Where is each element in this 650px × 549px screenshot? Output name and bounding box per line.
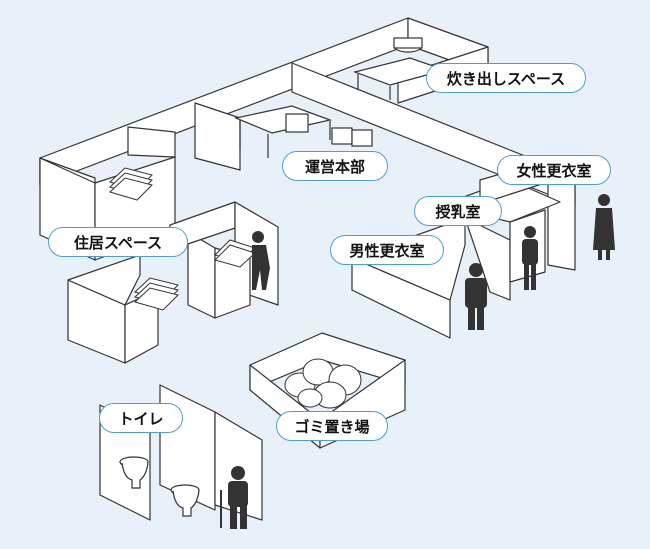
person-figure-icon: [220, 194, 615, 529]
toilet-icon: [119, 456, 200, 517]
blanket-stack-icon: [109, 167, 256, 311]
label-toilet: トイレ: [99, 403, 183, 433]
label-trash-area: ゴミ置き場: [276, 411, 388, 441]
hq-table: [233, 105, 373, 158]
label-cooking-space: 炊き出しスペース: [426, 63, 586, 93]
label-nursing-room: 授乳室: [414, 196, 502, 226]
label-mens-changing-room: 男性更衣室: [330, 235, 444, 265]
label-living-space: 住居スペース: [48, 227, 188, 257]
trash-bag-icon: [284, 358, 362, 409]
label-operations-hq: 運営本部: [282, 151, 388, 181]
label-womens-changing-room: 女性更衣室: [497, 155, 611, 185]
living-space-booth-front: [67, 254, 159, 364]
